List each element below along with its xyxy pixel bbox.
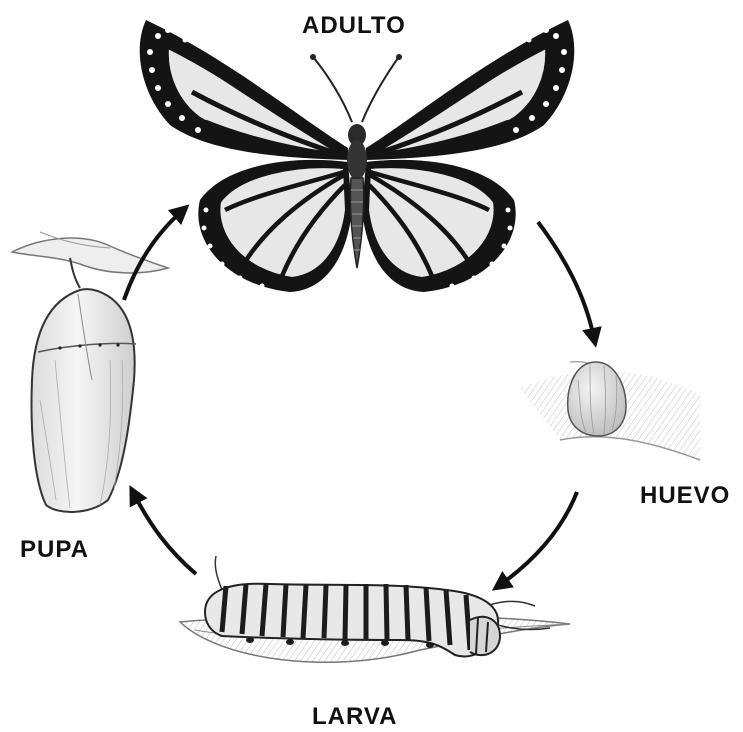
- label-egg: HUEVO: [640, 482, 730, 510]
- butterfly-illustration: [140, 20, 575, 292]
- arrow-larva-to-pupa: [134, 494, 196, 574]
- arrow-egg-to-larva: [500, 492, 577, 585]
- egg-illustration: [520, 362, 700, 460]
- label-larva: LARVA: [312, 703, 397, 731]
- chrysalis-illustration: [12, 232, 168, 512]
- label-adult: ADULTO: [302, 12, 406, 40]
- label-pupa: PUPA: [20, 536, 89, 564]
- arrow-adult-to-egg: [538, 222, 594, 338]
- caterpillar-illustration: [180, 556, 570, 662]
